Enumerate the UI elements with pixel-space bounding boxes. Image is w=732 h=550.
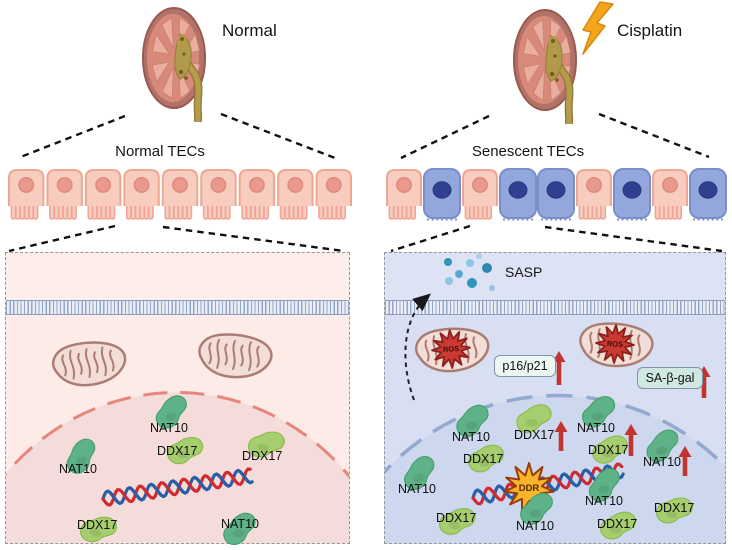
sa-b-gal-badge: SA-β-gal (637, 367, 703, 389)
kidney-normal-illustration (142, 7, 206, 122)
senescent-tec-row (386, 168, 727, 221)
extracellular-space (385, 253, 725, 300)
nucleus-normal (6, 391, 349, 543)
normal-label: Normal (222, 21, 277, 40)
p16-p21-badge: p16/p21 (494, 355, 556, 377)
normal-tecs-label: Normal TECs (115, 143, 205, 160)
sasp-label: SASP (505, 264, 543, 280)
kidney-cisplatin-illustration (513, 9, 577, 124)
cisplatin-label: Cisplatin (617, 21, 683, 40)
extracellular-space (6, 253, 349, 300)
lightning-bolt-icon (582, 1, 614, 55)
senescent-cell-panel (384, 252, 726, 544)
nucleus-senescent (385, 393, 725, 543)
cell-membrane (6, 300, 349, 315)
senescent-tecs-label: Senescent TECs (471, 143, 585, 160)
cell-membrane (385, 300, 725, 315)
normal-cell-panel (5, 252, 350, 544)
normal-tec-row (8, 169, 352, 220)
